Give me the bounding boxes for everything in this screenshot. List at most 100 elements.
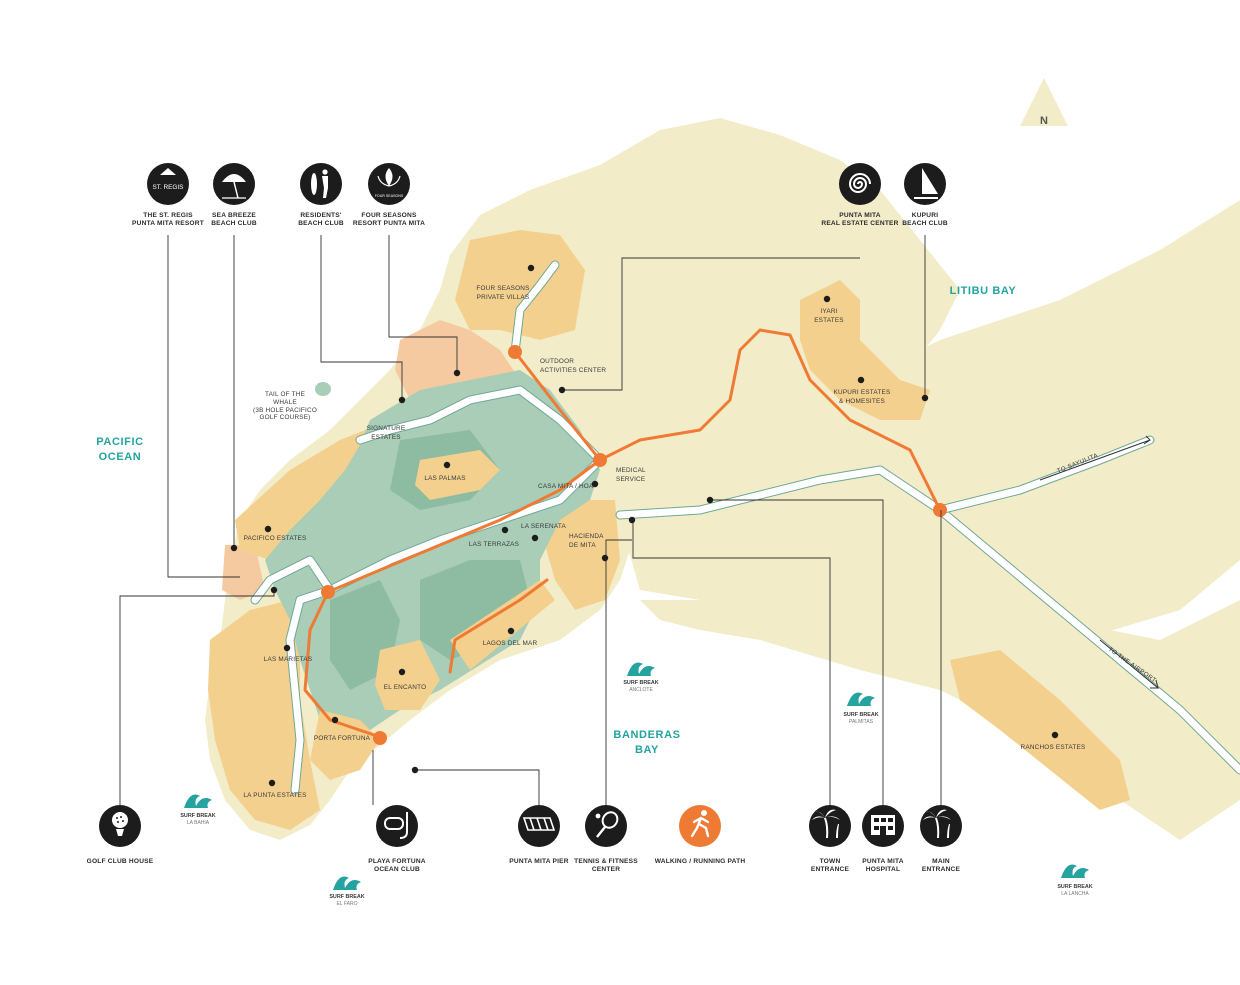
- path-node: [508, 345, 522, 359]
- playa-fortuna-label-1: PLAYA FORTUNA: [368, 858, 426, 865]
- svg-text:LA BAHIA: LA BAHIA: [187, 820, 210, 826]
- hacienda-label-1: HACIENDA: [569, 533, 604, 540]
- poi-town[interactable]: TOWN ENTRANCE: [809, 805, 851, 873]
- area-dot: [823, 295, 831, 303]
- kupuri-label-2: BEACH CLUB: [902, 220, 948, 227]
- pacific-ocean-label-2: OCEAN: [99, 451, 142, 463]
- outdoor-activities-label-1: OUTDOOR: [540, 358, 574, 365]
- beach-umbrella-icon: [222, 174, 246, 199]
- svg-text:SURF BREAK: SURF BREAK: [1057, 884, 1092, 890]
- signature-label-1: SIGNATURE: [367, 425, 406, 432]
- private-area-sw: [222, 545, 265, 600]
- path-node: [321, 585, 335, 599]
- casa-mita-label: CASA MITA / HOA: [538, 483, 594, 490]
- poi-golf[interactable]: GOLF CLUB HOUSE: [87, 805, 154, 865]
- estates-lagos: [450, 580, 555, 670]
- poi-main-entrance[interactable]: MAIN ENTRANCE: [920, 805, 962, 873]
- path-node: [593, 453, 607, 467]
- medical-label-1: MEDICAL: [616, 467, 646, 474]
- poi-walking[interactable]: WALKING / RUNNING PATH: [655, 805, 746, 865]
- walking-label: WALKING / RUNNING PATH: [655, 858, 746, 865]
- palm-trees-icon: [923, 809, 951, 838]
- tail-whale-label-2: WHALE: [273, 399, 297, 406]
- tail-whale-label-3: (3B HOLE PACIFICO: [253, 407, 317, 414]
- poi-kupuri[interactable]: KUPURI BEACH CLUB: [902, 163, 948, 227]
- pacific-ocean-label-1: PACIFIC: [96, 436, 143, 448]
- poi-residents[interactable]: RESIDENTS' BEACH CLUB: [298, 163, 344, 227]
- tail-whale-label-4: GOLF COURSE): [259, 414, 310, 421]
- area-dot: [411, 766, 419, 774]
- surf-break-anclote: SURF BREAK ANCLOTE: [623, 662, 659, 693]
- area-dot: [921, 394, 929, 402]
- wave-icon: [333, 876, 361, 890]
- area-dot: [283, 644, 291, 652]
- poi-tennis[interactable]: TENNIS & FITNESS CENTER: [574, 805, 638, 873]
- area-dot: [230, 544, 238, 552]
- surf-break-palmitas: SURF BREAK PALMITAS: [843, 692, 879, 725]
- poi-four-seasons[interactable]: FOUR SEASONS FOUR SEASONS RESORT PUNTA M…: [353, 163, 425, 227]
- area-dot: [264, 525, 272, 533]
- area-dot: [601, 554, 609, 562]
- poi-hospital[interactable]: PUNTA MITA HOSPITAL: [862, 805, 904, 873]
- golf-label: GOLF CLUB HOUSE: [87, 858, 154, 865]
- snorkel-mask-icon: [384, 812, 408, 839]
- svg-text:ST. REGIS: ST. REGIS: [153, 184, 184, 191]
- estates-porta-fortuna: [310, 710, 380, 780]
- residents-label-2: BEACH CLUB: [298, 220, 344, 227]
- wave-icon: [847, 692, 875, 706]
- path-node: [933, 503, 947, 517]
- poi-playa-fortuna[interactable]: PLAYA FORTUNA OCEAN CLUB: [368, 805, 426, 873]
- lagos-label: LAGOS DEL MAR: [483, 640, 538, 647]
- sayulita-arrow-icon: [1039, 435, 1151, 481]
- hospital-label-1: PUNTA MITA: [862, 858, 903, 865]
- area-dot: [398, 396, 406, 404]
- banderas-bay-label-1: BANDERAS: [613, 729, 680, 741]
- la-serenata-label: LA SERENATA: [521, 523, 566, 530]
- svg-text:FOUR SEASONS: FOUR SEASONS: [375, 194, 404, 198]
- wave-icon: [1061, 864, 1089, 878]
- windsurf-icon: [914, 168, 938, 199]
- poi-real-estate[interactable]: PUNTA MITA REAL ESTATE CENTER: [821, 163, 898, 227]
- hospital-icon: [871, 815, 895, 835]
- st-regis-label-2: PUNTA MITA RESORT: [132, 220, 204, 227]
- surf-breaks: SURF BREAK LA BAHIA SURF BREAK EL FARO S…: [180, 662, 1093, 907]
- iyari-label-2: ESTATES: [814, 317, 844, 324]
- outdoor-activities-label-2: ACTIVITIES CENTER: [540, 367, 606, 374]
- wave-icon: [184, 794, 212, 808]
- town-label-2: ENTRANCE: [811, 866, 850, 873]
- estates-ranchos: [950, 650, 1130, 810]
- area-dot: [453, 369, 461, 377]
- main-entrance-label-1: MAIN: [932, 858, 950, 865]
- four-seasons-label-1: FOUR SEASONS: [361, 212, 417, 219]
- kupuri-label-1: KUPURI: [912, 212, 938, 219]
- north-arrow-icon: [1020, 78, 1068, 126]
- porta-fortuna-label: PORTA FORTUNA: [314, 735, 371, 742]
- svg-text:SURF BREAK: SURF BREAK: [329, 894, 364, 900]
- sea-breeze-label-1: SEA BREEZE: [212, 212, 256, 219]
- iyari-label-1: IYARI: [820, 308, 837, 315]
- poi-sea-breeze[interactable]: SEA BREEZE BEACH CLUB: [211, 163, 257, 227]
- las-marietas-label: LAS MARIETAS: [264, 656, 312, 663]
- tennis-racket-icon: [595, 811, 619, 838]
- st-regis-label-1: THE ST. REGIS: [143, 212, 193, 219]
- residents-label-1: RESIDENTS': [300, 212, 342, 219]
- litibu-bay-label: LITIBU BAY: [950, 285, 1017, 297]
- medical-label-2: SERVICE: [616, 476, 645, 483]
- golf-ball-icon: [112, 812, 128, 836]
- svg-text:SURF BREAK: SURF BREAK: [180, 813, 215, 819]
- four-seasons-villas-label-2: PRIVATE VILLAS: [477, 294, 530, 301]
- pier-icon: [522, 817, 556, 831]
- area-dot: [1051, 731, 1059, 739]
- estates-las-palmas: [415, 450, 500, 500]
- el-encanto-label: EL ENCANTO: [384, 684, 426, 691]
- poi-pier[interactable]: PUNTA MITA PIER: [509, 805, 569, 865]
- pacifico-label: PACIFICO ESTATES: [244, 535, 307, 542]
- area-dot: [558, 386, 566, 394]
- poi-st-regis[interactable]: ST. REGIS THE ST. REGIS PUNTA MITA RESOR…: [132, 163, 204, 227]
- mainland: [620, 200, 1240, 640]
- hacienda-label-2: DE MITA: [569, 542, 596, 549]
- area-dot: [501, 526, 509, 534]
- svg-text:EL FARO: EL FARO: [337, 901, 358, 907]
- four-seasons-label-2: RESORT PUNTA MITA: [353, 220, 425, 227]
